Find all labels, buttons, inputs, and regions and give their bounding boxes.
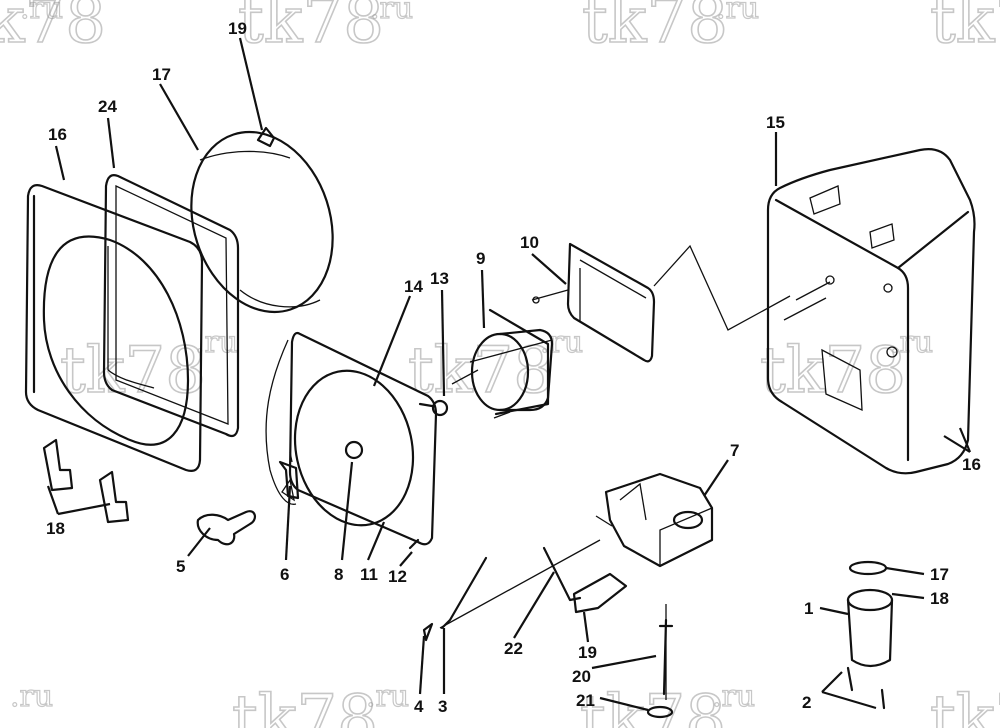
callout-12: 12 — [388, 567, 407, 586]
callout-19-lower: 19 — [578, 643, 597, 662]
part-levers — [422, 539, 628, 642]
callout-18: 18 — [46, 519, 65, 538]
watermark-text: tk78 — [0, 0, 106, 58]
callout-6: 6 — [280, 565, 289, 584]
part-chart-plate — [265, 331, 438, 546]
callout-22: 22 — [504, 639, 523, 658]
callout-11: 11 — [360, 565, 378, 584]
part-housing-box — [766, 148, 976, 475]
callout-2: 2 — [802, 693, 811, 712]
callout-15: 15 — [766, 113, 785, 132]
callout-4: 4 — [414, 697, 424, 716]
callout-8: 8 — [334, 565, 343, 584]
watermark-suffix: .ru — [716, 0, 759, 26]
callout-13: 13 — [430, 269, 449, 288]
leader-lines — [46, 37, 972, 712]
callout-21: 21 — [576, 691, 595, 710]
callout-17: 17 — [152, 65, 171, 84]
part-bezel-frame — [24, 184, 204, 472]
callout-9: 9 — [476, 249, 485, 268]
watermark-suffix: .ru — [370, 0, 413, 26]
callout-18-right: 18 — [930, 589, 949, 608]
callout-19: 19 — [228, 19, 247, 38]
watermark-text: tk78 — [232, 682, 378, 728]
watermark-suffix: .ru — [366, 679, 409, 714]
watermark-text: tk78 — [60, 334, 206, 408]
part-lens-window — [190, 126, 334, 314]
part-small-hardware — [196, 399, 449, 550]
part-gasket — [102, 174, 240, 438]
watermark-suffix: .ru — [10, 679, 53, 714]
part-motor — [451, 308, 554, 419]
part-bracket — [531, 242, 656, 363]
callout-16: 16 — [48, 125, 67, 144]
part-counter-mechanism — [595, 472, 714, 568]
watermark-text: tk78 — [930, 0, 1000, 58]
callout-17-right: 17 — [930, 565, 949, 584]
watermark-text: tk78 — [580, 682, 726, 728]
callout-3: 3 — [438, 697, 447, 716]
watermark-text: tk78 — [760, 334, 906, 408]
watermark-text: tk78 — [238, 0, 384, 58]
watermark-suffix: .ru — [20, 0, 63, 26]
callout-7: 7 — [730, 441, 739, 460]
watermark-suffix: .ru — [712, 679, 755, 714]
callout-20: 20 — [572, 667, 591, 686]
callout-10: 10 — [520, 233, 539, 252]
callout-1: 1 — [804, 599, 813, 618]
watermark-text: tk78 — [582, 0, 728, 58]
assembly-lines — [469, 244, 791, 700]
callout-16-right: 16 — [962, 455, 981, 474]
callout-labels: 16 24 17 19 15 10 9 13 14 16 7 18 5 6 8 … — [46, 19, 981, 716]
callout-5: 5 — [176, 557, 185, 576]
callout-24: 24 — [98, 97, 117, 116]
callout-14: 14 — [404, 277, 423, 296]
part-mounting-brackets — [42, 438, 130, 524]
watermark-text: tk78 — [930, 682, 1000, 728]
